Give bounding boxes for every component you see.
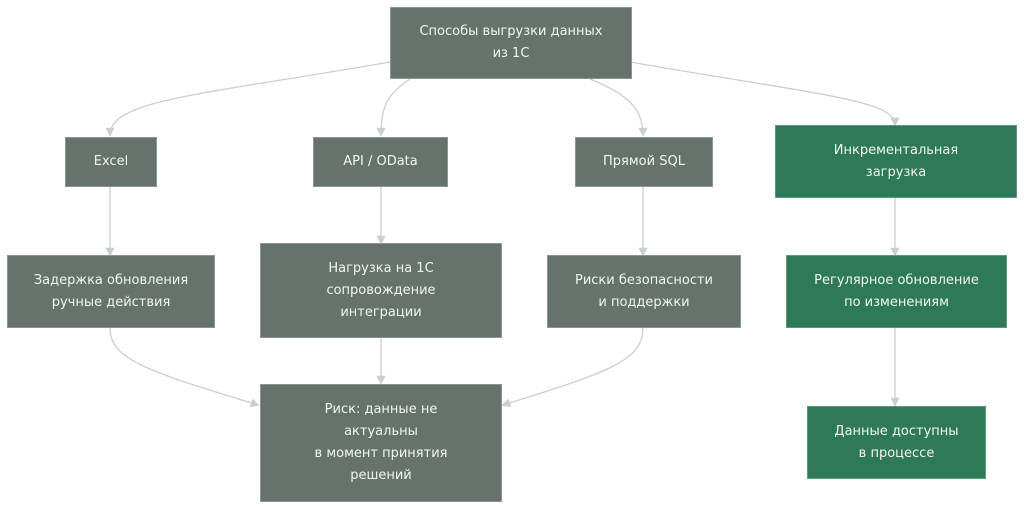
node-api-odata: API / OData	[313, 137, 448, 187]
node-regular-update: Регулярное обновление по изменениям	[786, 255, 1007, 328]
edge-root-sql	[589, 78, 648, 137]
edge-root-api	[376, 78, 411, 137]
node-1c-load: Нагрузка на 1С сопровождение интеграции	[260, 243, 502, 338]
node-direct-sql: Прямой SQL	[575, 137, 713, 187]
edge-delay-risk	[109, 327, 260, 408]
node-stale-data-risk: Риск: данные не актуальны в момент приня…	[260, 384, 502, 502]
node-security-risks: Риски безопасности и поддержки	[547, 255, 741, 328]
node-excel: Excel	[65, 137, 157, 187]
edge-security-risk	[501, 327, 644, 408]
node-data-available: Данные доступны в процессе	[807, 406, 986, 479]
node-update-delay: Задержка обновления ручные действия	[7, 255, 215, 328]
edge-root-excel	[105, 61, 391, 137]
node-incremental-load: Инкрементальная загрузка	[775, 125, 1017, 198]
edge-root-incremental	[629, 61, 900, 127]
node-root: Способы выгрузки данных из 1С	[390, 7, 632, 79]
